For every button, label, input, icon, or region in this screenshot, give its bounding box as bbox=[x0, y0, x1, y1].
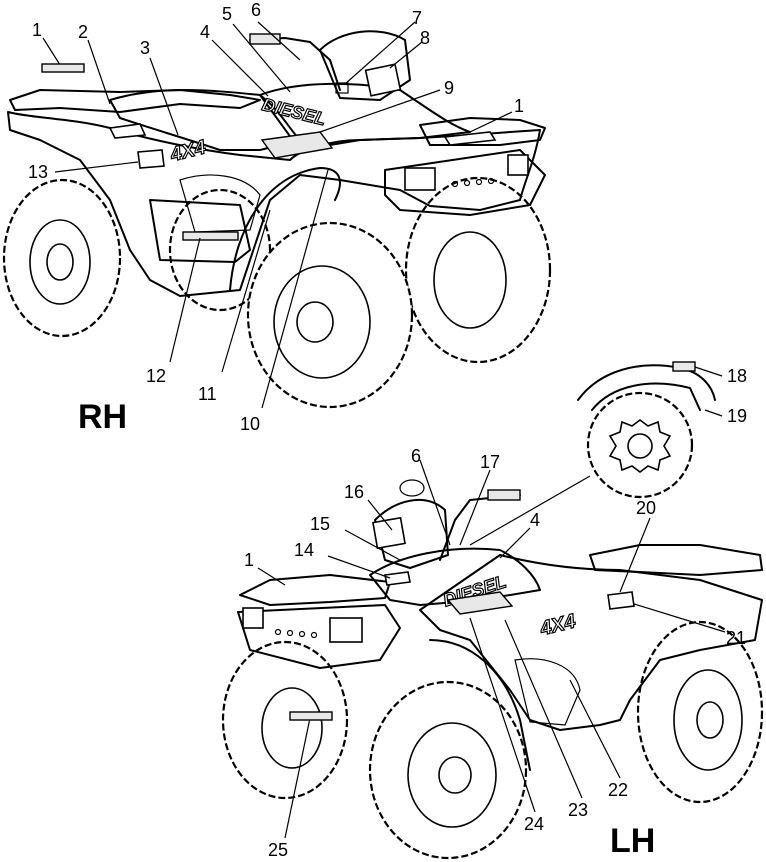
callout-15: 15 bbox=[310, 514, 330, 534]
lh-right-grip bbox=[487, 489, 521, 501]
callout-1: 1 bbox=[32, 20, 42, 40]
callout-1-lh: 1 bbox=[244, 550, 254, 570]
callout-22: 22 bbox=[608, 780, 628, 800]
lh-front-wheel-far bbox=[221, 640, 349, 800]
callout-21: 21 bbox=[726, 628, 746, 648]
rh-headlight-right bbox=[507, 154, 529, 176]
lh-side-panel-recess bbox=[514, 658, 581, 726]
rh-footwell bbox=[149, 199, 251, 263]
rh-front-fender-arch bbox=[229, 167, 341, 291]
rh-hatched-decal bbox=[260, 131, 334, 159]
rh-diesel-decal: DIESEL bbox=[260, 94, 328, 129]
callout-20: 20 bbox=[636, 498, 656, 518]
lh-rear-wheel bbox=[636, 620, 764, 804]
fender-detail-inset bbox=[469, 361, 723, 546]
lh-front-bumper bbox=[237, 604, 401, 669]
lh-console-decal bbox=[384, 571, 411, 586]
atv-right-side-view: 4X4 DIESEL bbox=[2, 21, 552, 409]
inset-decal-18 bbox=[672, 361, 696, 372]
lh-rear-fender bbox=[419, 554, 763, 731]
lh-front-fender-arch bbox=[429, 639, 531, 771]
lh-rear-fender-decal bbox=[607, 591, 635, 610]
callout-2: 2 bbox=[78, 22, 88, 42]
callout-8: 8 bbox=[420, 28, 430, 48]
callout-13: 13 bbox=[28, 162, 48, 182]
callout-10: 10 bbox=[240, 414, 260, 434]
lh-leader-lines bbox=[257, 459, 726, 839]
atv-left-side-view: DIESEL 4X4 bbox=[221, 459, 764, 860]
rh-rear-rack bbox=[9, 89, 261, 113]
rh-left-grip bbox=[249, 33, 281, 45]
lh-fuel-tank bbox=[369, 547, 541, 606]
rh-callouts: 1 2 3 4 5 6 7 8 9 1 13 12 11 10 RH bbox=[28, 0, 524, 436]
callout-4-lh: 4 bbox=[530, 510, 540, 530]
lh-4x4-decal: 4X4 bbox=[537, 610, 578, 640]
rh-front-rack-decal bbox=[443, 131, 497, 146]
lh-headlight-right bbox=[329, 617, 363, 643]
callout-6-lh: 6 bbox=[411, 446, 421, 466]
lh-footrest-decal bbox=[289, 711, 333, 721]
callout-17: 17 bbox=[480, 452, 500, 472]
rh-footrest-decal bbox=[182, 231, 239, 241]
rh-seat bbox=[109, 89, 301, 151]
rh-rear-fender bbox=[7, 111, 541, 297]
callout-1-front: 1 bbox=[514, 96, 524, 116]
callout-16: 16 bbox=[344, 482, 364, 502]
lh-hatched-decal bbox=[446, 591, 514, 615]
callout-6: 6 bbox=[251, 0, 261, 20]
callout-3: 3 bbox=[140, 38, 150, 58]
rh-rear-fender-decal bbox=[108, 123, 147, 139]
lh-view-label: LH bbox=[610, 822, 655, 860]
callout-9: 9 bbox=[444, 78, 454, 98]
callout-12: 12 bbox=[146, 366, 166, 386]
inset-fender-inner bbox=[591, 382, 701, 411]
callout-14: 14 bbox=[294, 540, 314, 560]
rh-4x4-decal: 4X4 bbox=[167, 136, 208, 166]
rh-pod-decal bbox=[364, 63, 402, 97]
rh-rack-decal-strip bbox=[41, 63, 85, 73]
rh-rear-wheel-far bbox=[168, 188, 272, 312]
callout-24: 24 bbox=[524, 814, 544, 834]
callout-7: 7 bbox=[412, 8, 422, 28]
rh-rear-wheel bbox=[2, 178, 122, 338]
callout-11: 11 bbox=[198, 384, 217, 404]
rh-front-bumper bbox=[384, 149, 546, 216]
callout-4: 4 bbox=[200, 22, 210, 42]
lh-callouts: 6 17 16 15 4 20 14 1 21 22 23 24 25 LH bbox=[244, 446, 746, 860]
rh-front-wheel-far bbox=[404, 176, 552, 364]
inset-tire bbox=[586, 391, 694, 499]
lh-front-wheel bbox=[368, 680, 528, 860]
rh-side-decal bbox=[137, 149, 165, 169]
callout-5: 5 bbox=[222, 4, 232, 24]
rh-front-wheel bbox=[246, 221, 414, 409]
callout-18: 18 bbox=[727, 366, 747, 386]
lh-headlight-left bbox=[242, 607, 264, 629]
lh-headlight-pod bbox=[374, 498, 449, 569]
lh-front-rack bbox=[239, 574, 391, 606]
callout-25: 25 bbox=[268, 840, 288, 860]
rh-leader-lines bbox=[42, 21, 513, 409]
callout-19: 19 bbox=[727, 406, 747, 426]
rh-view-label: RH bbox=[78, 398, 127, 436]
inset-callouts: 18 19 bbox=[727, 366, 747, 426]
rh-front-rack bbox=[419, 117, 546, 146]
callout-23: 23 bbox=[568, 800, 588, 820]
lh-pod-decal bbox=[372, 516, 406, 550]
rh-headlight-left bbox=[404, 167, 436, 191]
